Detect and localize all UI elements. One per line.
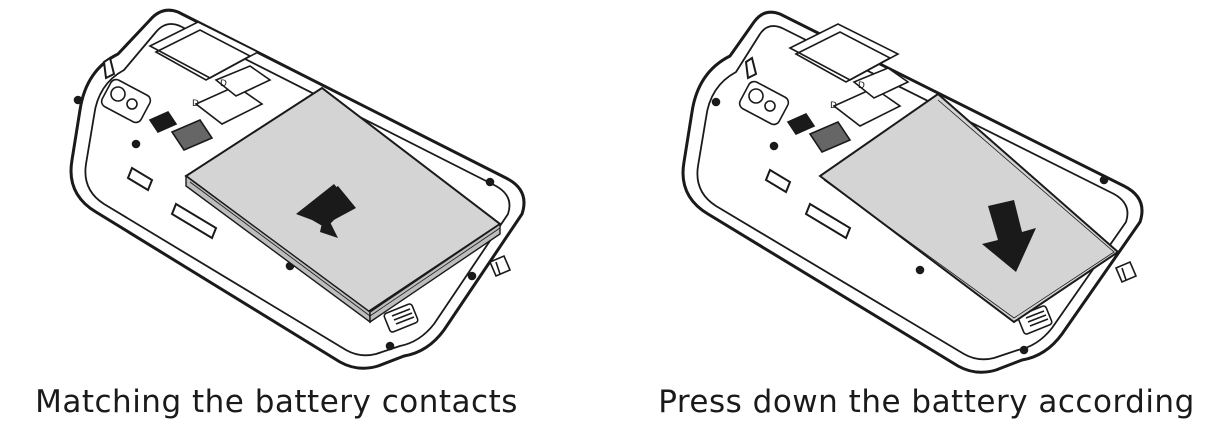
battery bbox=[818, 92, 1120, 324]
arrow-up-left-icon bbox=[296, 184, 356, 238]
side-buttons bbox=[102, 56, 218, 240]
caption-matching-contacts: Matching the battery contacts bbox=[35, 384, 518, 420]
svg-text:D: D bbox=[220, 79, 227, 89]
arrow-down-icon bbox=[982, 200, 1036, 272]
side-buttons bbox=[744, 56, 852, 240]
caption-press-down: Press down the battery according bbox=[658, 384, 1195, 420]
internal-components: D D bbox=[73, 21, 495, 351]
svg-text:D: D bbox=[858, 81, 865, 91]
step-matching-contacts: D D Ma bbox=[0, 0, 603, 437]
svg-text:D: D bbox=[830, 101, 837, 111]
phone-illustration-left: D D bbox=[69, 8, 526, 370]
svg-text:D: D bbox=[192, 99, 199, 109]
internal-components: D D bbox=[711, 23, 1109, 355]
bottom-contacts bbox=[383, 254, 512, 333]
phone-illustration-right: D D bbox=[681, 10, 1144, 374]
step-press-down: D D Press down the battery according bbox=[604, 0, 1207, 437]
